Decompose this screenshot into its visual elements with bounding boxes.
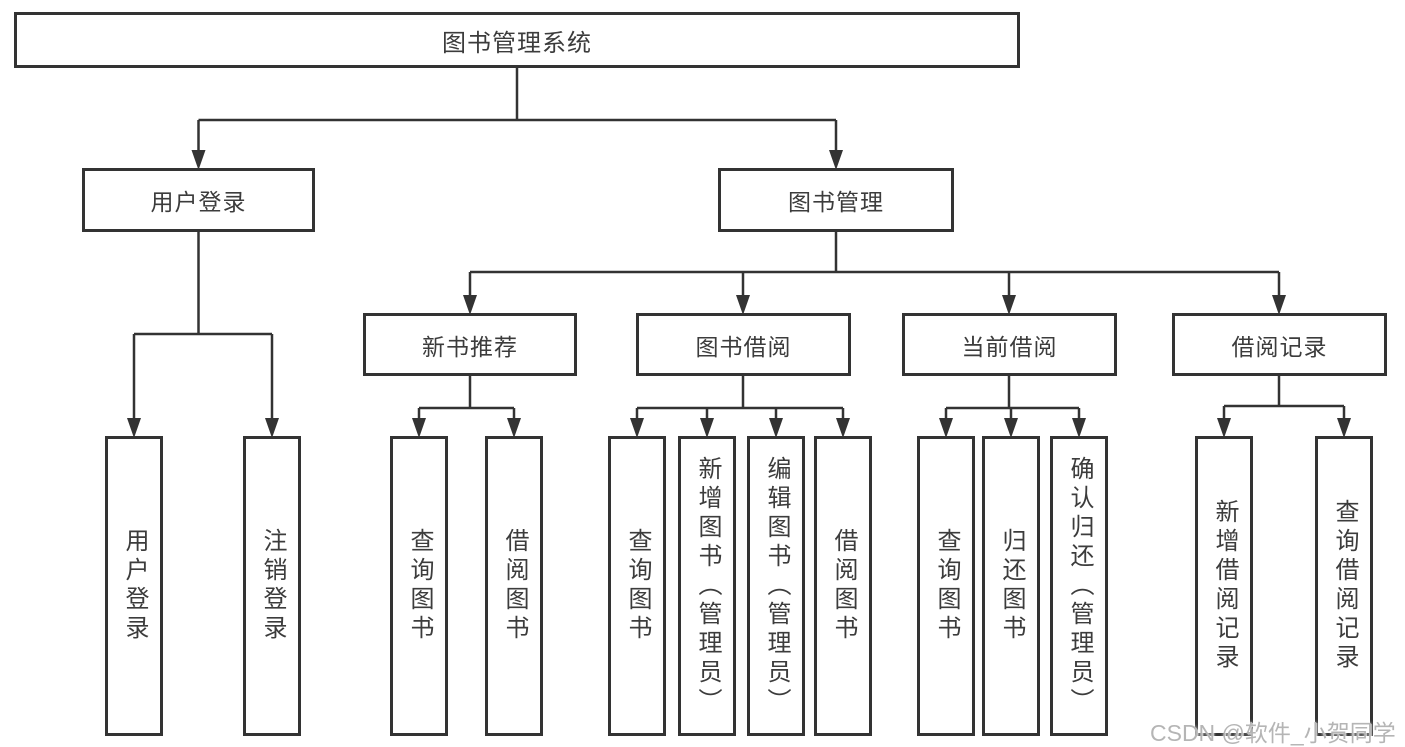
leaf-edit-book-admin-label: 编辑图书（管理员）	[763, 455, 790, 717]
connector-bookmgmt-to-level3	[468, 232, 1281, 297]
connector-newbookrec-to-leaves	[417, 376, 516, 420]
node-book-management: 图书管理	[718, 168, 954, 232]
leaf-query-borrow-record-label: 查询借阅记录	[1331, 499, 1358, 673]
leaf-query-books-borrowing: 查询图书	[608, 436, 666, 736]
node-root: 图书管理系统	[14, 12, 1020, 68]
leaf-confirm-return-admin-label: 确认归还（管理员）	[1066, 455, 1093, 717]
leaf-borrow-books-label: 借阅图书	[830, 528, 857, 644]
connector-currentborrow-to-leaves	[944, 376, 1081, 420]
connector-bookborrow-to-leaves	[635, 376, 845, 420]
leaf-edit-book-admin: 编辑图书（管理员）	[747, 436, 805, 736]
leaf-borrow-books: 借阅图书	[814, 436, 872, 736]
leaf-add-borrow-record: 新增借阅记录	[1195, 436, 1253, 736]
leaf-user-login-label: 用户登录	[121, 528, 148, 644]
node-root-label: 图书管理系统	[442, 29, 592, 57]
node-new-book-recommend: 新书推荐	[363, 313, 577, 376]
leaf-add-book-admin: 新增图书（管理员）	[678, 436, 736, 736]
node-book-borrowing: 图书借阅	[636, 313, 851, 376]
leaf-query-books-borrowing-label: 查询图书	[624, 528, 651, 644]
leaf-query-books-current-label: 查询图书	[933, 528, 960, 644]
leaf-query-books-current: 查询图书	[917, 436, 975, 736]
leaf-add-book-admin-label: 新增图书（管理员）	[694, 455, 721, 717]
leaf-query-books-recommend-label: 查询图书	[406, 528, 433, 644]
node-borrowing-records: 借阅记录	[1172, 313, 1387, 376]
leaf-return-book: 归还图书	[982, 436, 1040, 736]
node-borrowing-records-label: 借阅记录	[1231, 333, 1328, 360]
leaf-borrow-books-recommend: 借阅图书	[485, 436, 543, 736]
node-book-management-label: 图书管理	[788, 189, 884, 215]
node-current-borrowing: 当前借阅	[902, 313, 1117, 376]
node-user-login-label: 用户登录	[150, 189, 247, 215]
leaf-logout-label: 注销登录	[259, 528, 286, 644]
leaf-user-login: 用户登录	[105, 436, 163, 736]
leaf-borrow-books-recommend-label: 借阅图书	[501, 528, 528, 644]
csdn-watermark: CSDN @软件_小贺同学	[1150, 720, 1396, 746]
leaf-confirm-return-admin: 确认归还（管理员）	[1050, 436, 1108, 736]
leaf-query-borrow-record: 查询借阅记录	[1315, 436, 1373, 736]
leaf-return-book-label: 归还图书	[998, 528, 1025, 644]
connector-borrowrecords-to-leaves	[1222, 376, 1346, 420]
leaf-logout: 注销登录	[243, 436, 301, 736]
leaf-query-books-recommend: 查询图书	[390, 436, 448, 736]
node-new-book-recommend-label: 新书推荐	[422, 333, 518, 360]
leaf-add-borrow-record-label: 新增借阅记录	[1211, 499, 1238, 673]
node-current-borrowing-label: 当前借阅	[961, 333, 1058, 360]
node-user-login: 用户登录	[82, 168, 315, 232]
node-book-borrowing-label: 图书借阅	[695, 333, 792, 360]
connector-userlogin-to-leaves	[132, 232, 274, 420]
connector-root-to-level2	[197, 68, 838, 152]
